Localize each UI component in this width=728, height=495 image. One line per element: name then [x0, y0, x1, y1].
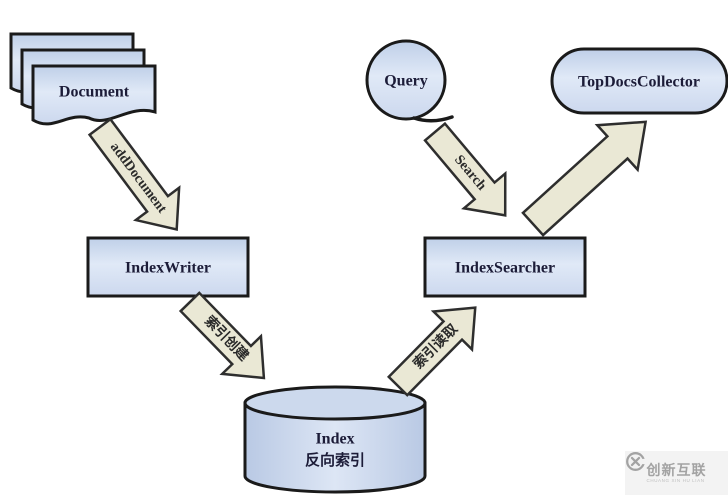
- add-document-arrow-label: addDocument: [107, 140, 170, 217]
- collect-arrow: [521, 120, 648, 237]
- index-node-title: Index: [315, 431, 354, 448]
- add-document-arrow: [87, 117, 181, 232]
- watermark: 创新互联 CHUANG XIN HU LIAN: [625, 451, 728, 495]
- search-arrow: [423, 121, 507, 217]
- index-node-subtitle: 反向索引: [305, 451, 365, 469]
- query-node-tail: [412, 115, 454, 123]
- index-searcher-node-shape: [423, 236, 587, 298]
- index-cylinder-body-shape: [243, 401, 427, 494]
- index-cylinder-top-shape: [243, 385, 427, 421]
- query-node-shape: [365, 39, 447, 121]
- index-read-arrow: [386, 306, 477, 397]
- index-writer-node-label: IndexWriter: [125, 260, 211, 277]
- watermark-text: 创新互联 CHUANG XIN HU LIAN: [647, 463, 707, 484]
- query-node-label: Query: [384, 73, 428, 90]
- watermark-subtext: CHUANG XIN HU LIAN: [646, 477, 705, 483]
- document-node-label: Document: [59, 84, 130, 101]
- watermark-brand: 创新互联: [646, 461, 707, 478]
- document-node-shape: [31, 64, 157, 126]
- index-create-arrow: [178, 291, 266, 380]
- watermark-logo-icon: [626, 452, 646, 471]
- top-docs-collector-node-shape: [550, 47, 728, 115]
- top-docs-collector-node-label: TopDocsCollector: [578, 74, 700, 91]
- index-writer-node-shape: [86, 236, 250, 298]
- index-searcher-node-label: IndexSearcher: [455, 260, 555, 277]
